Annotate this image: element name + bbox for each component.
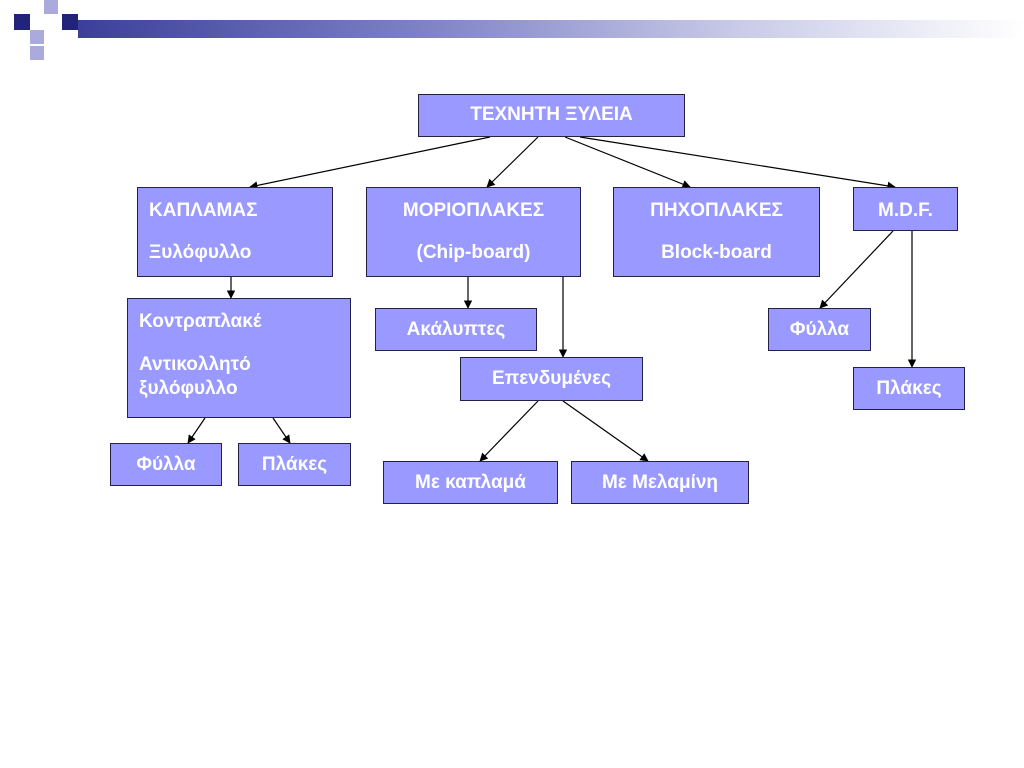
connector-root-kaplamas	[249, 136, 491, 190]
node-root: ΤΕΧΝΗΤΗ ΞΥΛΕΙΑ	[418, 94, 685, 137]
node-mdf-plakes: Πλάκες	[853, 367, 965, 410]
node-kontraplake-line2: Αντικολλητό	[139, 353, 251, 375]
node-kontraplake-plakes: Πλάκες	[238, 443, 351, 486]
connector-kontraplake-fylla	[187, 417, 206, 444]
deco-square-light	[30, 30, 44, 44]
node-kontraplake-title: Κοντραπλακέ	[139, 311, 262, 332]
node-pichoplakes: ΠΗΧΟΠΛΑΚΕΣ Block-board	[613, 187, 820, 277]
node-kontraplake-line3: ξυλόφυλλο	[139, 378, 238, 400]
node-me-melamini: Με Μελαμίνη	[571, 461, 749, 504]
node-akalyptes-label: Ακάλυπτες	[406, 319, 506, 340]
node-mdf: M.D.F.	[853, 187, 958, 231]
node-kontraplake-fylla-label: Φύλλα	[136, 454, 196, 475]
node-pichoplakes-subtitle: Block-board	[661, 241, 772, 263]
node-morioplakes: ΜΟΡΙΟΠΛΑΚΕΣ (Chip-board)	[366, 187, 581, 277]
node-ependymenes: Επενδυμένες	[460, 357, 643, 401]
node-mdf-fylla: Φύλλα	[768, 308, 871, 351]
node-ependymenes-label: Επενδυμένες	[491, 368, 612, 389]
connector-ependymenes-me-melamini	[562, 400, 649, 462]
node-pichoplakes-title: ΠΗΧΟΠΛΑΚΕΣ	[650, 200, 783, 221]
node-kaplamas-title: ΚΑΠΛΑΜΑΣ	[149, 200, 258, 221]
deco-square-light	[30, 46, 44, 60]
deco-square-dark	[14, 14, 30, 30]
node-kontraplake-plakes-label: Πλάκες	[261, 454, 328, 475]
connector-mdf-fylla	[819, 230, 894, 309]
node-root-label: ΤΕΧΝΗΤΗ ΞΥΛΕΙΑ	[470, 104, 633, 125]
node-kontraplake-fylla: Φύλλα	[110, 443, 222, 486]
node-me-kaplama: Με καπλαμά	[383, 461, 558, 504]
node-me-melamini-label: Με Μελαμίνη	[601, 472, 719, 493]
connector-kontraplake-plakes	[272, 417, 291, 444]
node-morioplakes-title: ΜΟΡΙΟΠΛΑΚΕΣ	[402, 200, 545, 221]
node-mdf-fylla-label: Φύλλα	[789, 319, 850, 340]
node-kontraplake: Κοντραπλακέ Αντικολλητό ξυλόφυλλο	[127, 298, 351, 418]
node-mdf-plakes-label: Πλάκες	[876, 378, 942, 399]
node-kaplamas-subtitle: Ξυλόφυλλο	[149, 241, 252, 263]
deco-square-light	[44, 0, 58, 14]
deco-square-dark	[62, 14, 78, 30]
header-gradient-bar	[78, 20, 1024, 38]
connector-root-mdf	[579, 136, 896, 190]
connector-root-morioplakes	[486, 136, 539, 188]
node-morioplakes-subtitle: (Chip-board)	[416, 241, 531, 263]
node-mdf-label: M.D.F.	[878, 200, 933, 221]
connector-ependymenes-me-kaplama	[479, 400, 539, 462]
node-akalyptes: Ακάλυπτες	[375, 308, 537, 351]
connector-root-pichoplakes	[564, 136, 691, 189]
node-me-kaplama-label: Με καπλαμά	[415, 472, 526, 493]
node-kaplamas: ΚΑΠΛΑΜΑΣ Ξυλόφυλλο	[137, 187, 333, 277]
